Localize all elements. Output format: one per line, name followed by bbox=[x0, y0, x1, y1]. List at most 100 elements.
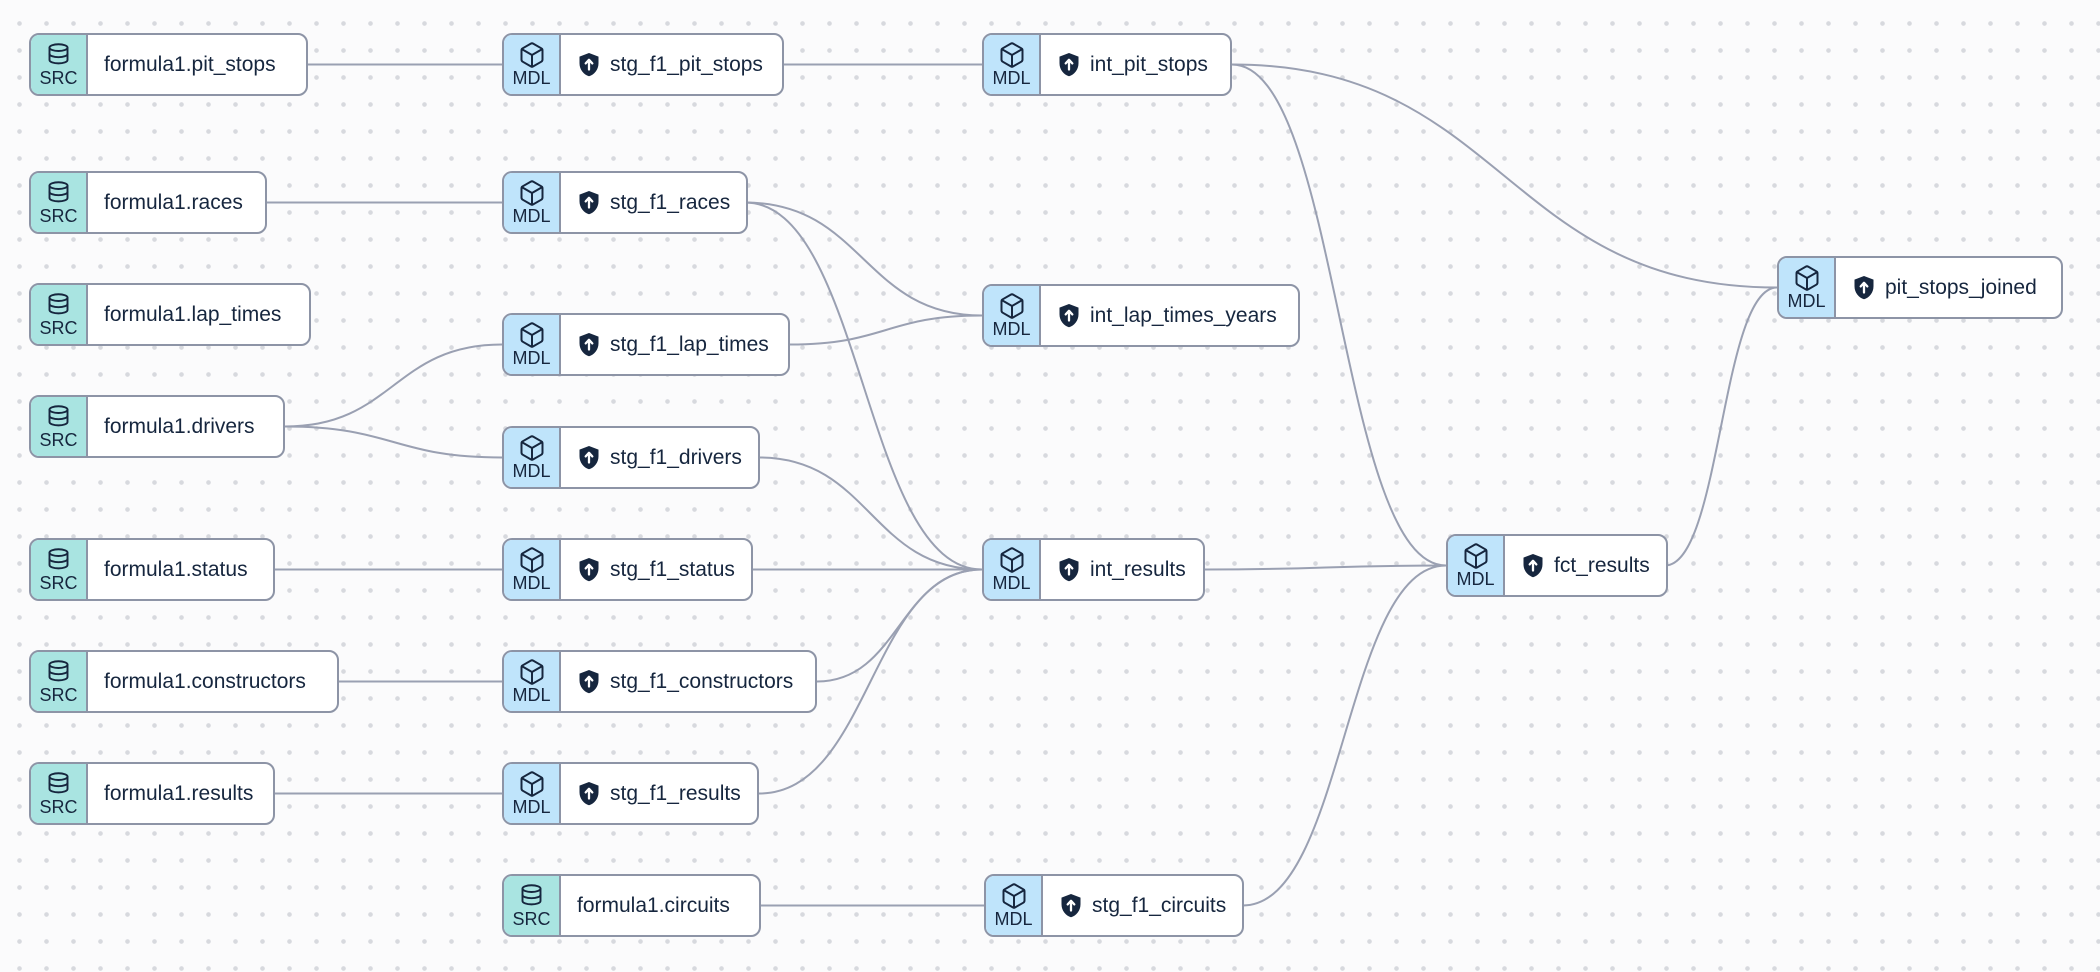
node-label-section: fct_results bbox=[1505, 536, 1666, 595]
node-label-section: formula1.races bbox=[88, 173, 259, 232]
node-label: int_pit_stops bbox=[1090, 52, 1208, 76]
graph-node-formula1.drivers[interactable]: SRC formula1.drivers bbox=[29, 395, 285, 458]
cube-icon bbox=[1795, 265, 1818, 291]
node-type-section-src: SRC bbox=[31, 35, 88, 94]
node-label-section: stg_f1_pit_stops bbox=[561, 35, 779, 94]
database-icon bbox=[48, 771, 69, 793]
node-label-section: formula1.pit_stops bbox=[88, 35, 292, 94]
graph-node-formula1.constructors[interactable]: SRC formula1.constructors bbox=[29, 650, 339, 713]
node-type-section-src: SRC bbox=[31, 652, 88, 711]
graph-node-stg_f1_circuits[interactable]: MDL stg_f1_circuits bbox=[984, 874, 1245, 937]
node-label: formula1.races bbox=[104, 190, 243, 214]
node-label: stg_f1_constructors bbox=[610, 669, 794, 693]
node-type-badge: MDL bbox=[992, 68, 1031, 89]
shield-icon bbox=[1059, 53, 1079, 77]
node-type-badge: MDL bbox=[1787, 291, 1826, 312]
shield-icon bbox=[1523, 554, 1543, 578]
edge-int_pit_stops-to-fct_results bbox=[1231, 63, 1447, 567]
node-type-section-mdl: MDL bbox=[984, 540, 1041, 599]
node-label-section: formula1.lap_times bbox=[88, 285, 297, 344]
graph-node-int_results[interactable]: MDL int_results bbox=[982, 538, 1205, 601]
node-label-section: pit_stops_joined bbox=[1836, 258, 2053, 317]
graph-node-formula1.results[interactable]: SRC formula1.results bbox=[29, 762, 275, 825]
database-icon bbox=[521, 883, 542, 905]
shield-icon bbox=[1059, 558, 1079, 582]
node-label-section: formula1.constructors bbox=[88, 652, 322, 711]
node-label: stg_f1_circuits bbox=[1092, 893, 1227, 917]
node-label: formula1.lap_times bbox=[104, 302, 282, 326]
database-icon bbox=[48, 404, 69, 426]
node-type-badge: SRC bbox=[39, 684, 78, 705]
graph-node-formula1.status[interactable]: SRC formula1.status bbox=[29, 538, 275, 601]
node-label: formula1.circuits bbox=[577, 893, 730, 917]
database-icon bbox=[48, 659, 69, 681]
graph-node-formula1.pit_stops[interactable]: SRC formula1.pit_stops bbox=[29, 33, 308, 96]
database-icon bbox=[48, 292, 69, 314]
shield-icon bbox=[579, 446, 599, 470]
node-type-section-mdl: MDL bbox=[986, 876, 1043, 935]
graph-node-formula1.circuits[interactable]: SRC formula1.circuits bbox=[502, 874, 761, 937]
node-type-badge: MDL bbox=[512, 461, 551, 482]
node-label: int_results bbox=[1090, 557, 1186, 581]
shield-icon bbox=[579, 670, 599, 694]
edge-stg_f1_races-to-int_lap_times_years bbox=[744, 201, 983, 317]
node-type-badge: SRC bbox=[39, 796, 78, 817]
node-label-section: stg_f1_drivers bbox=[561, 428, 758, 487]
shield-icon bbox=[1854, 276, 1874, 300]
node-label-section: stg_f1_constructors bbox=[561, 652, 809, 711]
node-type-section-mdl: MDL bbox=[504, 764, 561, 823]
node-label-section: int_results bbox=[1041, 540, 1202, 599]
node-type-badge: SRC bbox=[39, 429, 78, 450]
cube-icon bbox=[1000, 547, 1023, 573]
node-type-badge: SRC bbox=[39, 317, 78, 338]
database-icon bbox=[48, 180, 69, 202]
cube-icon bbox=[520, 547, 543, 573]
node-type-section-mdl: MDL bbox=[984, 35, 1041, 94]
edge-stg_f1_results-to-int_results bbox=[758, 568, 983, 795]
graph-node-int_pit_stops[interactable]: MDL int_pit_stops bbox=[982, 33, 1232, 96]
graph-node-stg_f1_results[interactable]: MDL stg_f1_results bbox=[502, 762, 759, 825]
edge-stg_f1_races-to-int_results bbox=[744, 201, 983, 571]
edge-formula1.drivers-to-stg_f1_lap_times bbox=[284, 343, 503, 428]
node-type-section-src: SRC bbox=[31, 540, 88, 599]
shield-icon bbox=[579, 782, 599, 806]
cube-icon bbox=[520, 659, 543, 685]
cube-icon bbox=[520, 42, 543, 68]
node-label: formula1.results bbox=[104, 781, 254, 805]
shield-icon bbox=[1059, 304, 1079, 328]
cube-icon bbox=[520, 435, 543, 461]
node-label-section: int_lap_times_years bbox=[1041, 286, 1293, 345]
node-label: formula1.status bbox=[104, 557, 248, 581]
node-type-badge: MDL bbox=[994, 909, 1033, 930]
node-type-section-mdl: MDL bbox=[504, 428, 561, 487]
node-type-section-src: SRC bbox=[31, 764, 88, 823]
graph-node-stg_f1_pit_stops[interactable]: MDL stg_f1_pit_stops bbox=[502, 33, 784, 96]
graph-node-formula1.lap_times[interactable]: SRC formula1.lap_times bbox=[29, 283, 311, 346]
node-type-section-mdl: MDL bbox=[1448, 536, 1505, 595]
edge-formula1.drivers-to-stg_f1_drivers bbox=[284, 425, 503, 459]
graph-node-pit_stops_joined[interactable]: MDL pit_stops_joined bbox=[1777, 256, 2063, 319]
edge-stg_f1_circuits-to-fct_results bbox=[1242, 564, 1447, 907]
node-type-badge: SRC bbox=[512, 908, 551, 929]
node-label: stg_f1_races bbox=[610, 190, 731, 214]
graph-node-fct_results[interactable]: MDL fct_results bbox=[1446, 534, 1668, 597]
node-type-badge: MDL bbox=[512, 68, 551, 89]
node-type-badge: SRC bbox=[39, 67, 78, 88]
node-label: formula1.pit_stops bbox=[104, 52, 276, 76]
node-label: formula1.drivers bbox=[104, 414, 255, 438]
node-label-section: formula1.results bbox=[88, 764, 269, 823]
cube-icon bbox=[1000, 293, 1023, 319]
node-type-badge: MDL bbox=[1456, 569, 1495, 590]
node-label: stg_f1_results bbox=[610, 781, 741, 805]
edge-stg_f1_constructors-to-int_results bbox=[816, 568, 983, 683]
node-label: fct_results bbox=[1554, 553, 1650, 577]
graph-node-stg_f1_drivers[interactable]: MDL stg_f1_drivers bbox=[502, 426, 760, 489]
node-label: int_lap_times_years bbox=[1090, 303, 1277, 327]
